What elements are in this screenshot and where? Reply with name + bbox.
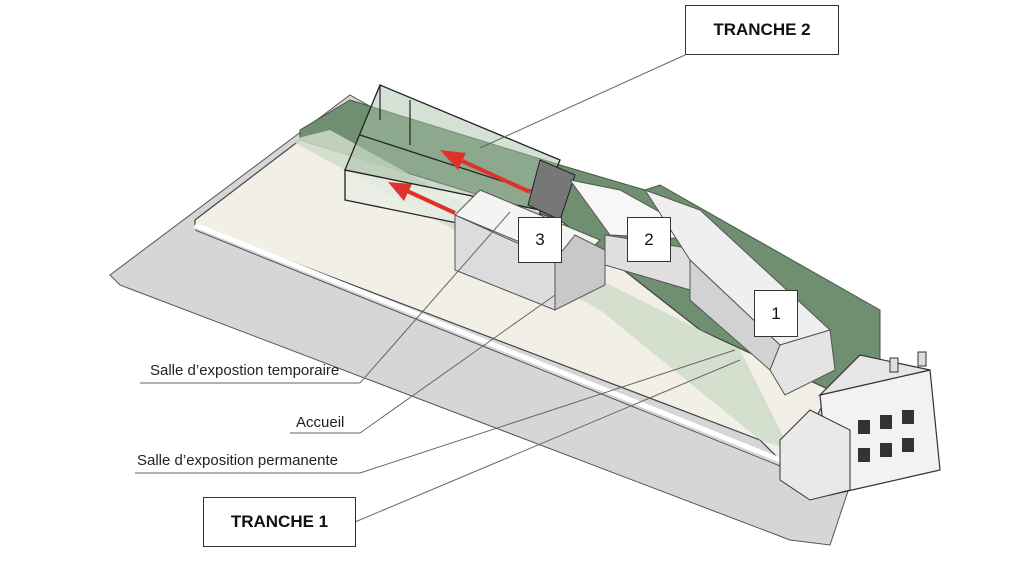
label-permanent-exhibition: Salle d’exposition permanente [137, 452, 338, 469]
chimney [889, 357, 899, 373]
house-window [880, 443, 892, 457]
house-window [858, 420, 870, 434]
green-path-band [290, 130, 790, 450]
building-number-2: 2 [627, 217, 671, 262]
leader-reception [359, 294, 556, 434]
label-reception: Accueil [296, 414, 345, 431]
building-number-3: 3 [518, 217, 562, 263]
house-window [902, 438, 914, 452]
existing-annex [779, 409, 851, 501]
house-window [902, 410, 914, 424]
building-3-gable [554, 234, 606, 311]
tranche-2-label: TRANCHE 2 [685, 5, 839, 55]
leader-tranche-2 [479, 54, 686, 149]
leader-permanent [359, 349, 736, 474]
tranche-1-label: TRANCHE 1 [203, 497, 356, 547]
building-1-gable [769, 329, 836, 396]
house-window [858, 448, 870, 462]
leader-temporary [359, 211, 511, 384]
house-window [880, 415, 892, 429]
red-arrow-upper [440, 150, 531, 194]
chimney [917, 351, 927, 367]
building-number-1: 1 [754, 290, 798, 337]
label-temporary-exhibition: Salle d’expostion temporaire [150, 362, 340, 379]
leader-tranche-1 [354, 359, 741, 523]
site-border-edge [194, 229, 781, 467]
red-arrow-lower [388, 182, 456, 215]
